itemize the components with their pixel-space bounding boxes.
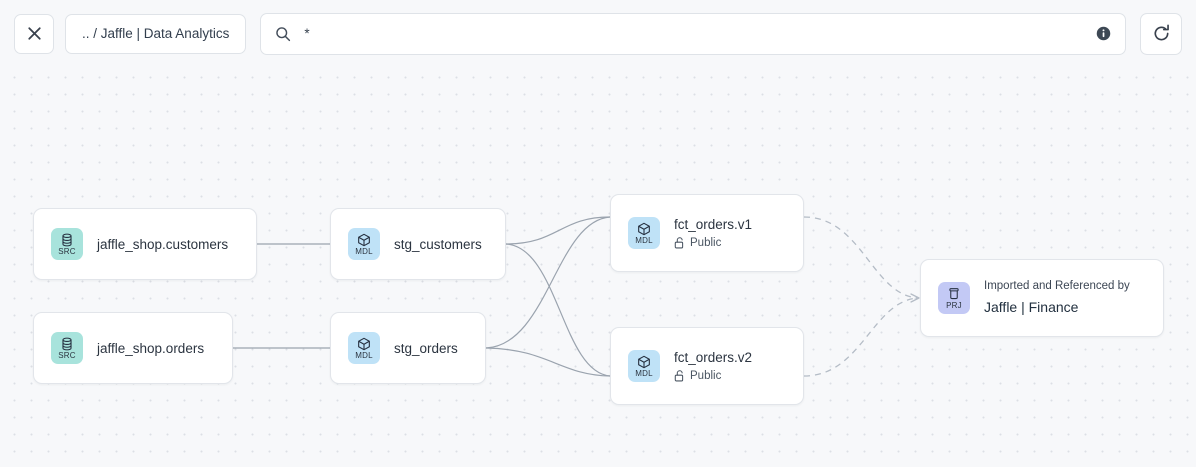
node-title: stg_orders [394,340,458,356]
node-access: Public [674,369,752,383]
close-button[interactable] [14,13,54,54]
edge-v2-to-project [803,297,919,377]
toolbar: .. / Jaffle | Data Analytics * [0,0,1196,67]
node-title: fct_orders.v1 [674,217,753,232]
breadcrumb-label: .. / Jaffle | Data Analytics [82,26,230,41]
badge-label: MDL [355,246,373,256]
node-body: stg_customers [394,236,482,253]
node-body: stg_orders [394,340,458,357]
breadcrumb[interactable]: .. / Jaffle | Data Analytics [65,13,247,54]
edge-stgcust-to-v1 [505,216,611,245]
badge-src: SRC [51,332,83,364]
node-imported-project[interactable]: PRJ Imported and Referenced by Jaffle | … [920,259,1164,337]
node-title: Jaffle | Finance [984,299,1079,315]
database-icon [62,233,72,246]
refresh-button[interactable] [1140,12,1182,55]
badge-mdl: MDL [348,332,380,364]
badge-mdl: MDL [628,217,660,249]
badge-label: SRC [58,350,76,360]
project-icon [949,287,959,299]
node-jaffle-shop-customers[interactable]: SRC jaffle_shop.customers [33,208,257,280]
cube-icon [638,355,650,368]
unlock-icon [674,370,684,382]
edge-stgcust-to-v2 [505,243,611,377]
badge-prj: PRJ [938,282,970,314]
search-value: * [304,25,310,41]
badge-mdl: MDL [348,228,380,260]
access-label: Public [690,237,722,249]
lineage-graph-canvas[interactable]: SRC jaffle_shop.customers SRC jaffle_sho… [0,67,1196,467]
node-jaffle-shop-orders[interactable]: SRC jaffle_shop.orders [33,312,233,384]
search-input[interactable]: * [260,12,1126,55]
node-title: stg_customers [394,236,482,252]
cube-icon [358,233,370,246]
node-stg-customers[interactable]: MDL stg_customers [330,208,506,280]
node-body: jaffle_shop.orders [97,340,204,357]
edge-stgord-to-v2 [485,347,611,377]
access-label: Public [690,370,722,382]
edge-v1-to-project [803,216,919,299]
node-body: fct_orders.v2 Public [674,349,752,383]
search-icon [276,26,291,41]
database-icon [62,337,72,350]
badge-label: MDL [635,235,653,245]
node-stg-orders[interactable]: MDL stg_orders [330,312,486,384]
node-body: fct_orders.v1 Public [674,216,752,250]
info-icon[interactable] [1096,26,1111,41]
node-caption: Imported and Referenced by [984,280,1130,292]
badge-label: MDL [355,350,373,360]
node-fct-orders-v1[interactable]: MDL fct_orders.v1 Public [610,194,804,272]
refresh-icon [1154,24,1169,41]
node-fct-orders-v2[interactable]: MDL fct_orders.v2 Public [610,327,804,405]
badge-label: MDL [635,368,653,378]
cube-icon [638,222,650,235]
badge-label: PRJ [946,300,962,310]
badge-src: SRC [51,228,83,260]
node-body: jaffle_shop.customers [97,236,228,253]
node-title: jaffle_shop.orders [97,340,205,356]
badge-label: SRC [58,246,76,256]
node-body: Imported and Referenced by Jaffle | Fina… [984,279,1130,317]
node-title: jaffle_shop.customers [97,236,229,252]
node-title: fct_orders.v2 [674,350,753,365]
node-access: Public [674,236,752,250]
close-icon [27,27,41,40]
edge-arrowhead-icon [910,293,920,303]
unlock-icon [674,237,684,249]
badge-mdl: MDL [628,350,660,382]
cube-icon [358,337,370,350]
